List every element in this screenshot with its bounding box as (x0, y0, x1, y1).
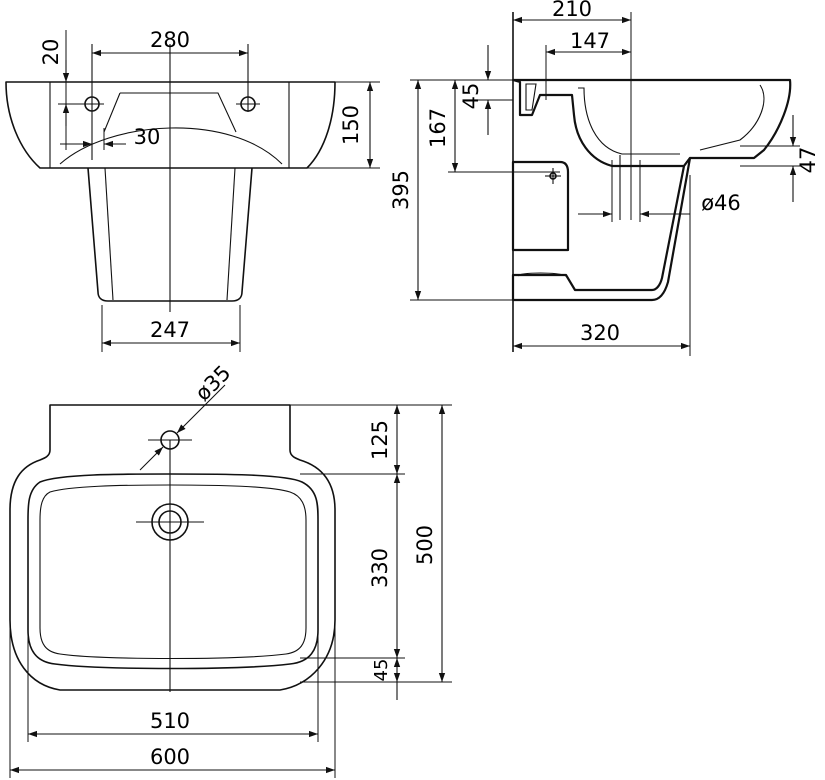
side-basin-body (511, 78, 792, 168)
side-pedestal (511, 160, 570, 252)
dim-150: 150 (339, 105, 363, 145)
dim-320: 320 (580, 321, 620, 345)
dim-510: 510 (150, 709, 190, 733)
side-view: 210 147 45 167 395 47 ø46 (389, 0, 820, 356)
dim-o46: ø46 (701, 191, 741, 215)
dim-280: 280 (150, 28, 190, 52)
front-view: 280 20 30 150 247 (5, 28, 380, 352)
top-basin-outline (9, 404, 336, 691)
dim-210: 210 (552, 0, 592, 21)
dim-247: 247 (150, 318, 190, 342)
top-view: ø35 125 330 45 500 510 600 (9, 361, 452, 778)
dim-47: 47 (796, 147, 820, 174)
top-bowl-outline (27, 473, 319, 670)
dim-500: 500 (413, 525, 437, 565)
dim-o35: ø35 (191, 361, 236, 406)
dim-30: 30 (134, 125, 161, 149)
dim-395: 395 (389, 170, 413, 210)
dim-330: 330 (368, 548, 392, 588)
dim-20: 20 (39, 39, 63, 66)
dim-45-top: 45 (371, 659, 392, 682)
dim-125: 125 (368, 420, 392, 460)
dim-45: 45 (459, 83, 483, 110)
dim-147: 147 (570, 29, 610, 53)
dim-167: 167 (426, 108, 450, 148)
dim-600: 600 (150, 745, 190, 769)
side-pedestal-front (511, 156, 692, 302)
